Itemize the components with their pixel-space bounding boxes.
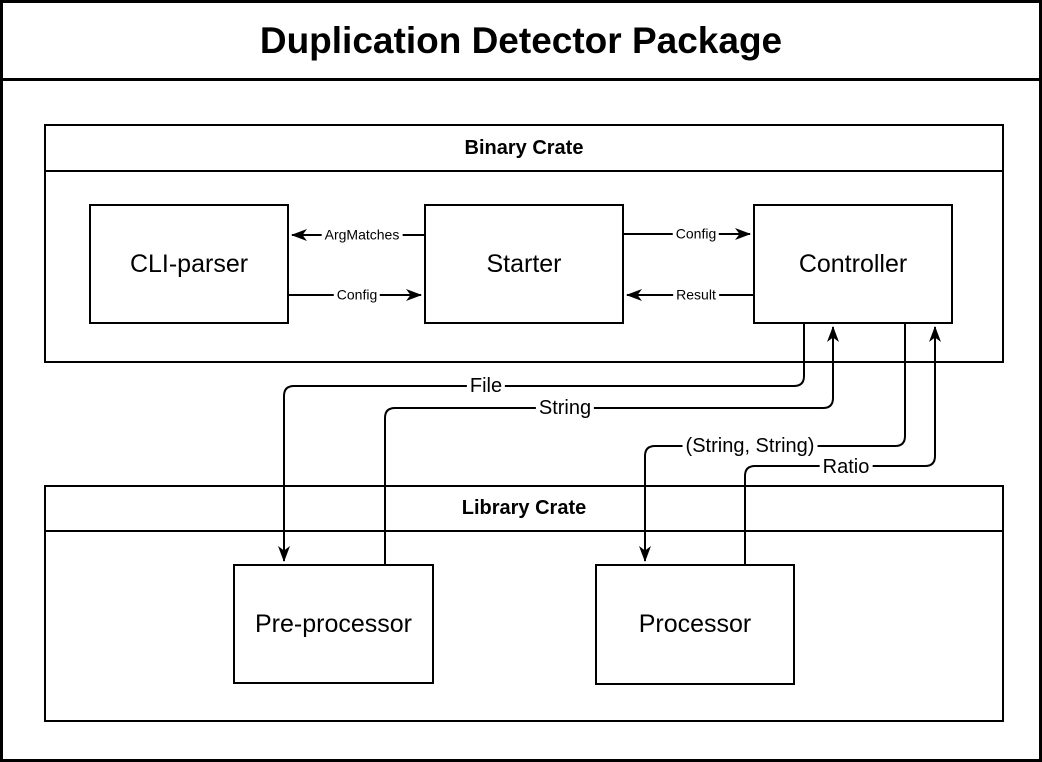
edge-label-ratio: Ratio (819, 456, 873, 478)
node-processor: Processor (595, 564, 795, 685)
node-pre-processor-label: Pre-processor (255, 609, 412, 638)
diagram-title: Duplication Detector Package (259, 19, 783, 61)
library-crate-titlebar: Library Crate (46, 487, 1002, 532)
node-controller: Controller (753, 204, 953, 324)
edge-label-result: Result (673, 286, 719, 303)
library-crate-title: Library Crate (461, 497, 587, 519)
node-processor-label: Processor (638, 610, 752, 638)
edge-label-argmatches: ArgMatches (321, 226, 403, 243)
edge-label-config-cli-starter: Config (333, 286, 381, 303)
title-band: Duplication Detector Package (3, 3, 1039, 81)
node-cli-parser-label: CLI-parser (129, 249, 249, 278)
binary-crate-title: Binary Crate (464, 136, 584, 159)
node-starter: Starter (424, 204, 624, 324)
binary-crate-titlebar: Binary Crate (46, 126, 1002, 172)
edge-label-file: File (466, 375, 506, 397)
edge-label-string-string: (String, String) (682, 435, 818, 457)
library-crate-container: Library Crate (44, 485, 1004, 722)
edge-label-string: String (535, 397, 595, 419)
edge-label-config-starter-controller: Config (672, 225, 720, 242)
node-starter-label: Starter (486, 249, 562, 278)
node-pre-processor: Pre-processor (233, 564, 434, 684)
node-controller-label: Controller (798, 249, 908, 278)
node-cli-parser: CLI-parser (89, 204, 289, 324)
